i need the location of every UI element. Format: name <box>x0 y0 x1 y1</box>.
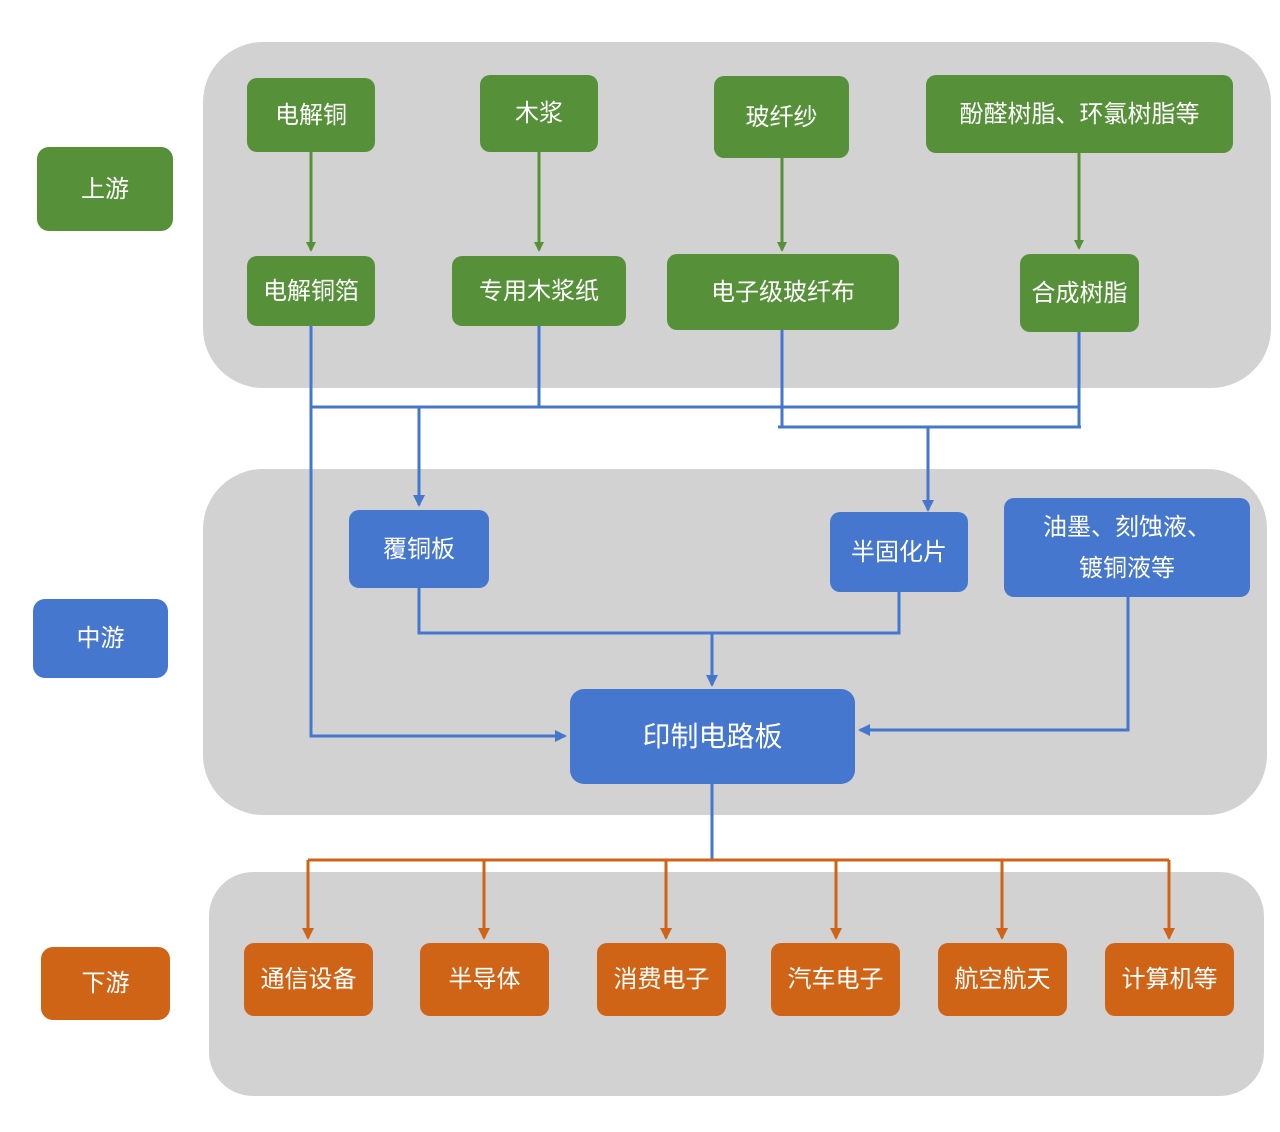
line-copperfoil-to-pcb <box>309 326 567 742</box>
line-chemicals-to-pcb <box>858 597 1130 736</box>
node-fiberglass-yarn: 玻纤纱 <box>714 76 849 158</box>
node-copper-clad-laminate: 覆铜板 <box>349 510 489 588</box>
node-telecom-equipment: 通信设备 <box>244 943 373 1016</box>
node-computers: 计算机等 <box>1105 943 1234 1016</box>
node-semiconductor: 半导体 <box>420 943 549 1016</box>
downstream-panel <box>209 872 1264 1096</box>
node-automotive-electronics: 汽车电子 <box>771 943 900 1016</box>
node-resins: 酚醛树脂、环氯树脂等 <box>926 75 1233 153</box>
node-copper-foil: 电解铜箔 <box>247 256 375 326</box>
node-prepreg: 半固化片 <box>830 512 968 592</box>
node-chemicals: 油墨、刻蚀液、 镀铜液等 <box>1004 498 1250 597</box>
node-pulp-paper: 专用木浆纸 <box>452 256 626 326</box>
node-glass-cloth: 电子级玻纤布 <box>667 254 899 330</box>
node-consumer-electronics: 消费电子 <box>597 943 726 1016</box>
chemicals-line-2: 镀铜液等 <box>1079 553 1175 582</box>
line-copper-clad-join <box>417 588 901 635</box>
node-printed-circuit-board: 印制电路板 <box>570 689 855 784</box>
node-aerospace: 航空航天 <box>938 943 1067 1016</box>
stage-midstream: 中游 <box>33 599 168 678</box>
stage-upstream: 上游 <box>37 147 173 231</box>
stage-downstream: 下游 <box>41 947 170 1020</box>
node-electrolytic-copper: 电解铜 <box>247 78 375 152</box>
chemicals-line-1: 油墨、刻蚀液、 <box>1043 512 1211 541</box>
node-synthetic-resin: 合成树脂 <box>1020 254 1139 332</box>
node-wood-pulp: 木浆 <box>480 75 598 152</box>
